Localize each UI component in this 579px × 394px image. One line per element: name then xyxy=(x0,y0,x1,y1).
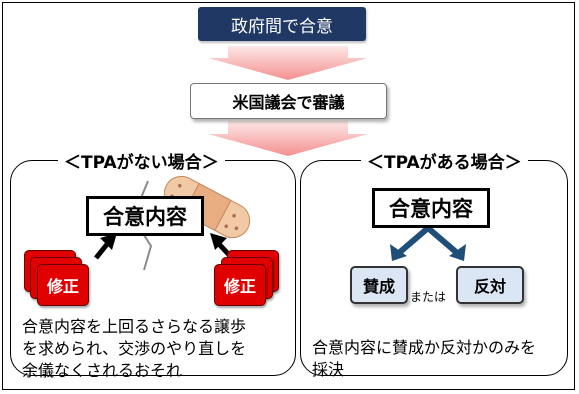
left-agreement-box: 合意内容 xyxy=(86,196,204,236)
amend-label-right: 修正 xyxy=(223,277,256,296)
right-agreement-box: 合意内容 xyxy=(372,188,490,228)
approve-label: 賛成 xyxy=(362,277,395,296)
congress-deliberation-box: 米国議会で審議 xyxy=(190,83,387,119)
left-panel-title: ＜TPAがない場合＞ xyxy=(58,148,225,173)
left-note-line-1: 合意内容を上回るさらなる譲歩 xyxy=(22,317,247,336)
approve-box: 賛成 xyxy=(350,266,408,304)
left-agreement-label: 合意内容 xyxy=(103,205,187,229)
right-panel-note: 合意内容に賛成か反対かのみを 採決 xyxy=(312,337,536,381)
right-panel-title: ＜TPAがある場合＞ xyxy=(361,148,528,173)
congress-deliberation-label: 米国議会で審議 xyxy=(232,93,345,112)
diagram-frame xyxy=(2,2,575,390)
left-panel-note: 合意内容を上回るさらなる譲歩 を求められ、交渉のやり直しを 余儀なくされるおそれ xyxy=(22,316,246,382)
amend-card-left: 修正 xyxy=(37,264,89,306)
left-note-line-3: 余儀なくされるおそれ xyxy=(22,361,183,380)
right-note-line-1: 合意内容に賛成か反対かのみを xyxy=(312,338,537,357)
amend-label-left: 修正 xyxy=(46,277,79,296)
left-note-line-2: を求められ、交渉のやり直しを xyxy=(22,339,247,358)
flow-arrow-1 xyxy=(208,46,368,80)
right-agreement-label: 合意内容 xyxy=(389,197,473,221)
oppose-box: 反対 xyxy=(456,266,524,304)
right-note-line-2: 採決 xyxy=(312,360,345,379)
amend-arrow-left xyxy=(94,233,117,260)
flow-arrow-2 xyxy=(208,121,368,156)
amend-card-right: 修正 xyxy=(214,264,266,306)
or-connector: または xyxy=(410,290,447,304)
intergovernmental-agreement-box: 政府間で合意 xyxy=(198,7,366,41)
intergovernmental-agreement-label: 政府間で合意 xyxy=(231,16,333,37)
branch-arrows xyxy=(390,225,466,261)
oppose-label: 反対 xyxy=(473,277,506,296)
